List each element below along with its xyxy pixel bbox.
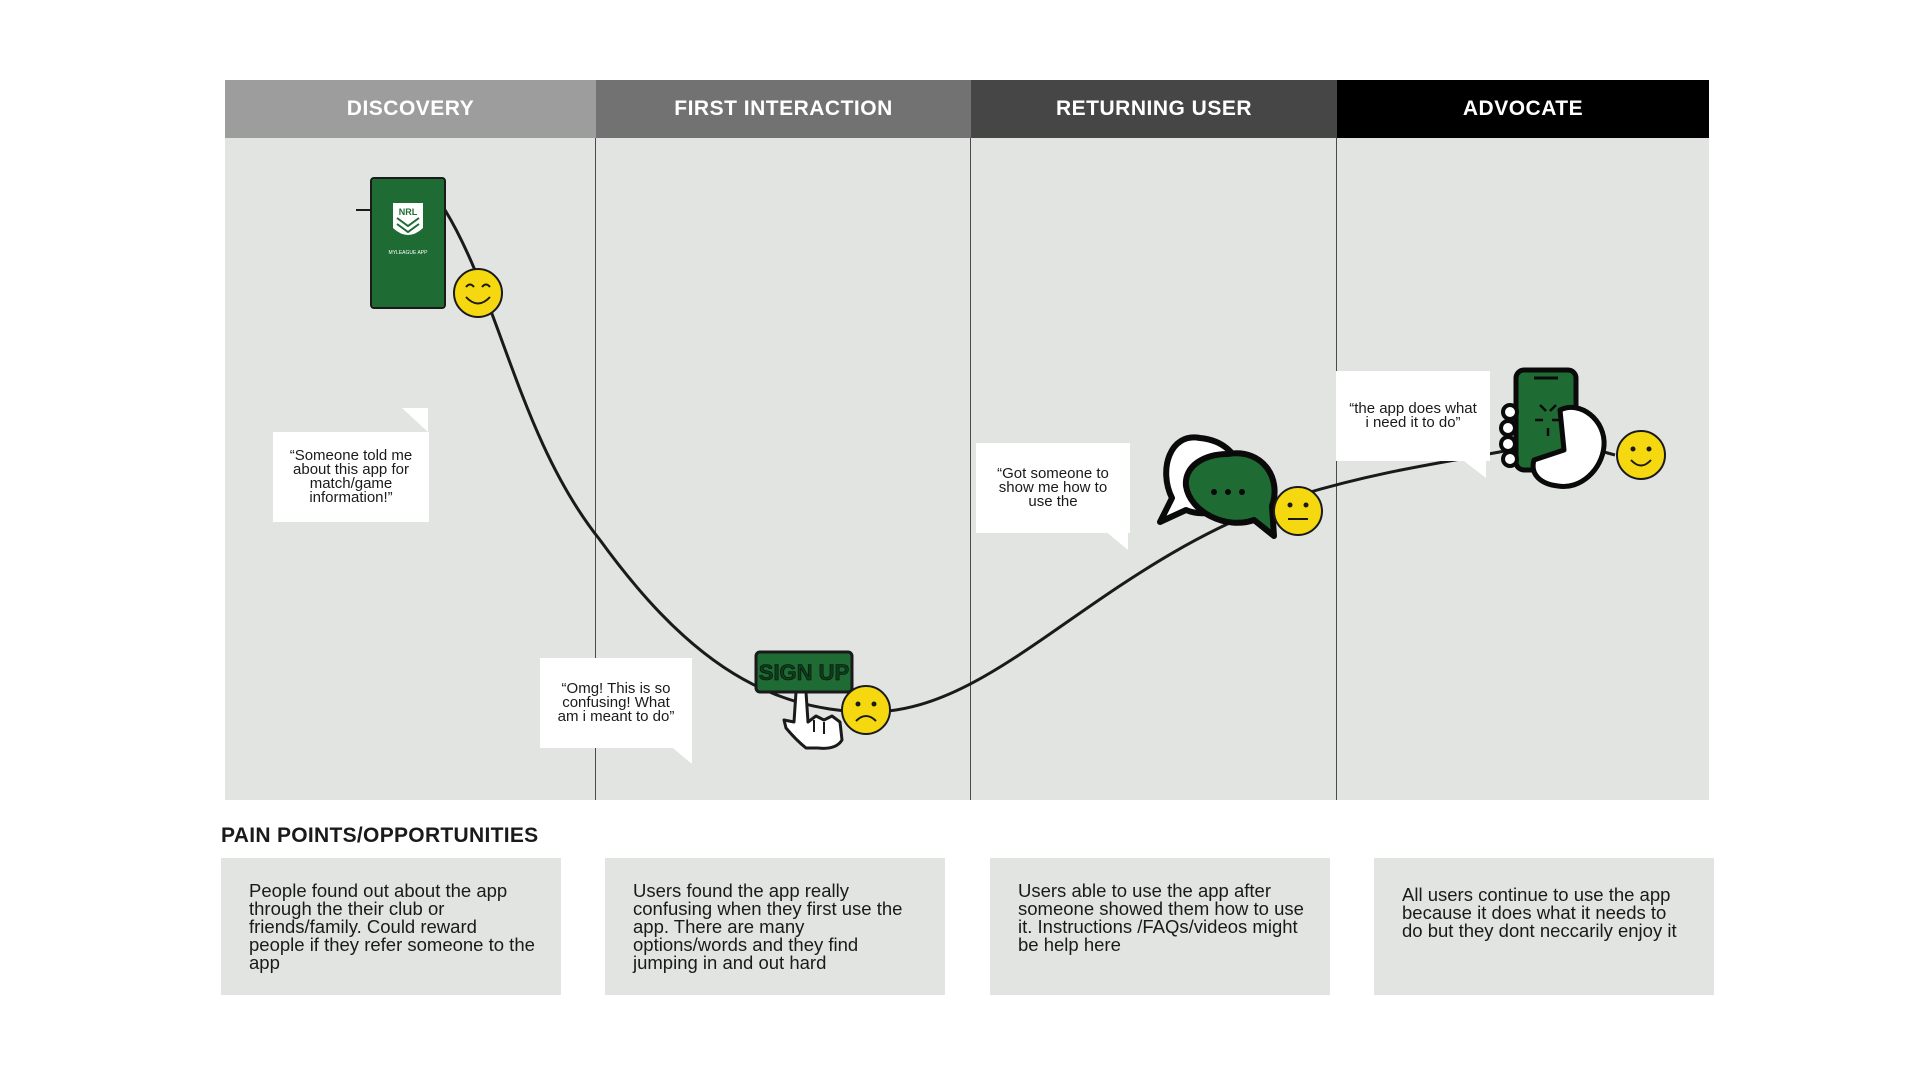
sad-face-icon — [841, 685, 891, 735]
bubble-tail — [1104, 530, 1128, 550]
phase-header-first-interaction: FIRST INTERACTION — [596, 80, 971, 138]
pain-points-title: PAIN POINTS/OPPORTUNITIES — [221, 824, 539, 847]
phase-divider — [1336, 138, 1337, 800]
phase-header-returning-user: RETURNING USER — [971, 80, 1337, 138]
pain-point-returning-user: Users able to use the app after someone … — [990, 858, 1330, 995]
pain-point-first-interaction: Users found the app really confusing whe… — [605, 858, 945, 995]
hand-holding-phone-icon — [1499, 367, 1607, 489]
nrl-app-phone-icon: NRL MYLEAGUE APP — [356, 177, 446, 309]
pain-point-advocate: All users continue to use the app becaus… — [1374, 858, 1714, 995]
phase-header-advocate: ADVOCATE — [1337, 80, 1709, 138]
bubble-tail — [402, 408, 428, 432]
sign-up-button-icon: SIGN UP — [754, 650, 854, 694]
pointing-hand-icon — [782, 690, 844, 750]
quote-bubble-returning-user: “Got someone to show me how to use the — [976, 443, 1130, 533]
bubble-tail — [668, 744, 692, 764]
phase-header-discovery: DISCOVERY — [225, 80, 596, 138]
phase-column-returning-user — [971, 80, 1337, 800]
phase-divider — [595, 138, 596, 800]
chat-bubbles-icon — [1157, 434, 1278, 539]
quote-bubble-advocate: “the app does what i need it to do” — [1336, 371, 1490, 461]
pain-point-discovery: People found out about the app through t… — [221, 858, 561, 995]
smiling-face-icon — [1616, 430, 1666, 480]
bubble-tail — [1460, 458, 1486, 478]
nrl-badge-text: NRL — [399, 207, 418, 217]
phase-divider — [970, 138, 971, 800]
quote-bubble-first-interaction: “Omg! This is so confusing! What am i me… — [540, 658, 692, 748]
sign-up-label: SIGN UP — [759, 660, 849, 685]
neutral-face-icon — [1273, 486, 1323, 536]
app-caption: MYLEAGUE APP — [389, 250, 429, 256]
happy-face-icon — [453, 268, 503, 318]
quote-bubble-discovery: “Someone told me about this app for matc… — [273, 432, 429, 522]
